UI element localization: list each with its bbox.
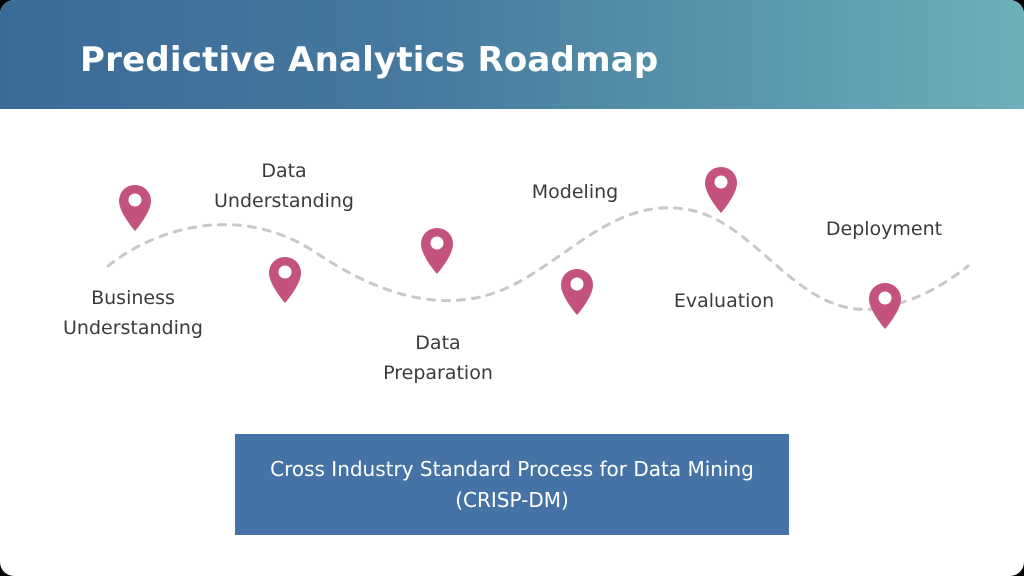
stage-label-line: Evaluation xyxy=(673,290,775,312)
map-pin-icon xyxy=(705,167,737,213)
stage-label-data-understanding: Data Understanding xyxy=(214,156,354,216)
stage-label-line: Data xyxy=(261,160,307,182)
map-pin-icon xyxy=(119,185,151,231)
crisp-dm-box: Cross Industry Standard Process for Data… xyxy=(235,434,789,535)
stage-label-evaluation: Evaluation xyxy=(674,286,774,316)
map-pin-icon xyxy=(869,283,901,329)
stage-label-line: Understanding xyxy=(214,190,354,212)
slide-title: Predictive Analytics Roadmap xyxy=(80,40,659,80)
stage-label-line: Understanding xyxy=(63,317,203,339)
map-pin-icon xyxy=(561,269,593,315)
stage-label-line: Business xyxy=(91,287,175,309)
stage-label-business-understanding: Business Understanding xyxy=(63,283,203,343)
map-pin-icon xyxy=(421,228,453,274)
crisp-dm-title: Cross Industry Standard Process for Data… xyxy=(270,456,754,481)
stage-label-line: Deployment xyxy=(825,218,943,240)
stage-label-deployment: Deployment xyxy=(826,214,942,244)
map-pin-icon xyxy=(269,257,301,303)
stage-label-line: Data xyxy=(415,332,461,354)
crisp-dm-acronym: (CRISP-DM) xyxy=(455,487,569,512)
stage-label-line: Modeling xyxy=(531,181,619,203)
title-banner: Predictive Analytics Roadmap xyxy=(0,0,1024,109)
stage-label-modeling: Modeling xyxy=(532,177,618,207)
stage-label-data-preparation: Data Preparation xyxy=(383,328,493,388)
stage-label-line: Preparation xyxy=(383,362,493,384)
dashed-route-line xyxy=(106,206,970,311)
